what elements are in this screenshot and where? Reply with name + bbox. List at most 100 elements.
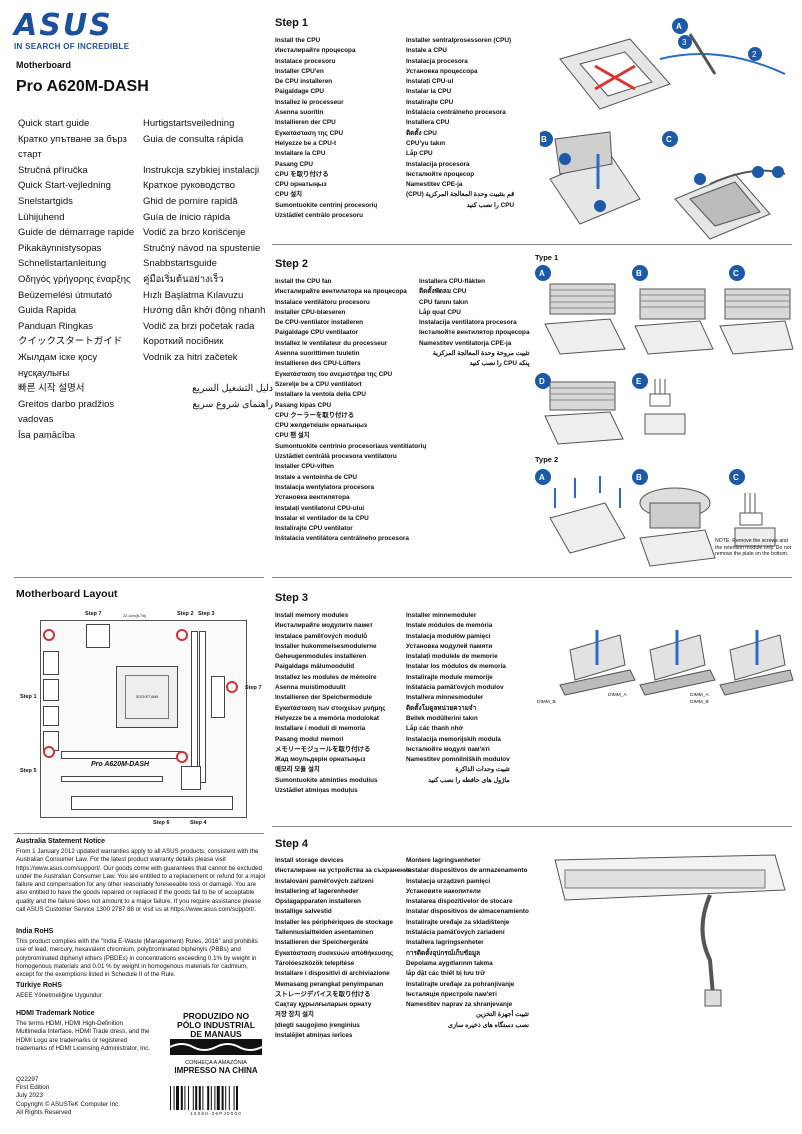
language-guide-title: 빠른 시작 설명서 (18, 383, 85, 395)
language-guide-title: Īsa pamācība (18, 429, 76, 441)
callout-step3: Step 3 (198, 611, 215, 617)
instruction-line: Asenna suorittimen tuuletin (275, 350, 360, 358)
memory-module-1 (559, 630, 636, 696)
instruction-line: Installieren der CPU (275, 119, 336, 127)
mounting-hole (43, 746, 55, 758)
language-guide-title: Vodnik za hitri začetek (143, 351, 238, 363)
svg-text:B: B (636, 473, 642, 482)
printed-in: IMPRESSO NA CHINA (174, 1066, 258, 1075)
language-guide-title: Короткий посібник (143, 336, 224, 348)
retention-removal-a: A (535, 469, 626, 554)
language-guide-title: Greitos darbo pradžios vadovas (18, 398, 115, 426)
language-guide-title: Vodič za brzo korišćenje (143, 227, 246, 239)
instruction-line: Instalirajte CPU ventilator (275, 525, 353, 533)
instruction-line: ストレージデバイスを取り付ける (275, 990, 371, 998)
svg-text:B: B (636, 269, 642, 278)
language-guide-title: Guida Rapida (18, 305, 77, 317)
instruction-line: Lắp các thanh nhớ (406, 725, 464, 733)
dimm-slot-a (191, 631, 198, 783)
instruction-line: Installer minnemoduler (406, 612, 477, 619)
separator (272, 244, 792, 245)
pcie-slot (61, 751, 183, 759)
instruction-line: Sumontuokite centrinį procesorių (275, 201, 378, 209)
motherboard-outline: SOCKET AM5 Pro A620M-DASH 22.1cm(8.7in) (40, 614, 247, 818)
instruction-line: Installare i moduli di memoria (275, 725, 366, 733)
instruction-line: Installez les modules de mémoire (275, 673, 377, 681)
instruction-line: Instalar dispositivos de almacenamiento (406, 908, 529, 916)
barcode-number: 1 5 0 6 0 - 2 6 P J 0 0 0 0 (190, 1111, 241, 1116)
instruction-line: Inštalácia ventilátora centrálneho proce… (275, 535, 409, 543)
language-guide-title: Краткое руководство (143, 180, 236, 192)
svg-text:A: A (539, 473, 545, 482)
instruction-line: Instale módulos de memória (406, 622, 493, 630)
step3-title: Step 3 (275, 592, 309, 604)
separator (14, 833, 264, 834)
step1-title: Step 1 (275, 17, 309, 29)
separator (272, 826, 792, 827)
instruction-line: تثبيت أجهزة التخزين (476, 1011, 529, 1019)
atx-power-connector (211, 676, 225, 718)
instruction-line: Installera minnesmoduler (406, 694, 484, 702)
instruction-line: Uzstādiet atmiņas moduļus (275, 787, 358, 795)
callout-step1: Step 1 (20, 694, 37, 700)
instruction-line: Geheugenmodules installeren (275, 653, 367, 661)
language-guide-title: Snabbstartsguide (143, 258, 217, 270)
instruction-line: Instalace procesoru (275, 57, 336, 65)
instruction-line: Instalacja modułów pamięci (406, 632, 491, 640)
instruction-line: Инсталирайте модулите памет (275, 622, 373, 630)
instruction-line: Pasang CPU (275, 160, 314, 168)
step2-note: NOTE: Remove the screws and the retentio… (715, 538, 792, 558)
instruction-line: Install the CPU fan (275, 278, 332, 285)
fan-mount-b: B (632, 469, 716, 567)
instruction-line: Instalați CPU-ul (406, 78, 454, 86)
instruction-line: Установка процессора (406, 67, 478, 75)
memory-module-3 (719, 630, 794, 696)
turkey-text: AEEE Yönetmeliğine Uygundur (16, 992, 102, 999)
board-dimension: 22.1cm(8.7in) (123, 614, 147, 618)
instruction-line: Installera CPU (406, 119, 450, 127)
svg-text:C: C (666, 135, 672, 144)
instruction-line: De CPU-ventilator installeren (275, 319, 364, 327)
instruction-line: Asenna muistimoduulit (275, 684, 346, 692)
instruction-line: CPU 설치 (275, 191, 303, 199)
instruction-line: Įdiegti saugojimo įrenginius (275, 1021, 360, 1029)
hdmi-title: HDMI Trademark Notice (16, 1010, 95, 1017)
language-guide-title: Quick Start-vejledning (18, 180, 111, 192)
instruction-line: Instalar los módulos de memoria (406, 663, 506, 671)
instruction-line: Інсталюйте процесор (406, 170, 475, 178)
language-row: Quick Start-vejledning Краткое руководств… (18, 178, 278, 194)
type2-label: Type 2 (535, 455, 559, 464)
instruction-line: CPU 팬 설치 (275, 432, 310, 440)
product-model: Pro A620M-DASH (16, 78, 149, 95)
language-guide-title: Stručná příručka (18, 164, 88, 176)
language-guide-title: Schnellstartanleitung (18, 258, 107, 270)
instruction-line: ماژول های حافظه را نصب کنید (427, 776, 510, 784)
instruction-line: Instalacija ventilatora procesora (419, 319, 517, 327)
mounting-hole (176, 751, 188, 763)
callout-step2: Step 2 (177, 611, 194, 617)
fan-connector-diagram-e: E (632, 373, 686, 435)
instruction-line: Tallennuslaitteiden asentaminen (275, 929, 374, 937)
instruction-line: Сақтау құрылғыларын орнату (275, 1001, 372, 1009)
svg-text:E: E (636, 377, 642, 386)
svg-text:A: A (539, 269, 545, 278)
instruction-line: Instalování paměťových zařízení (275, 877, 374, 885)
instruction-line: Sumontuokite atminties modulius (275, 776, 378, 784)
mounting-hole (226, 681, 238, 693)
manaus-line3: DE MANAUS (190, 1029, 242, 1039)
instruction-line: 저장 장치 설치 (275, 1011, 314, 1019)
dimm-label-b2: DIMM_B (690, 700, 709, 705)
language-guide-title: Кратко упътване за бърз старт (18, 133, 127, 161)
instruction-line: Εγκατάσταση του ανεμιστήρα της CPU (275, 370, 393, 378)
instruction-line: CPU を取り付ける (275, 170, 329, 178)
instruction-line: Installer hukommelsesmodulerne (275, 642, 377, 650)
instruction-line: CPU желдеткішін орнатыңыз (275, 422, 367, 430)
